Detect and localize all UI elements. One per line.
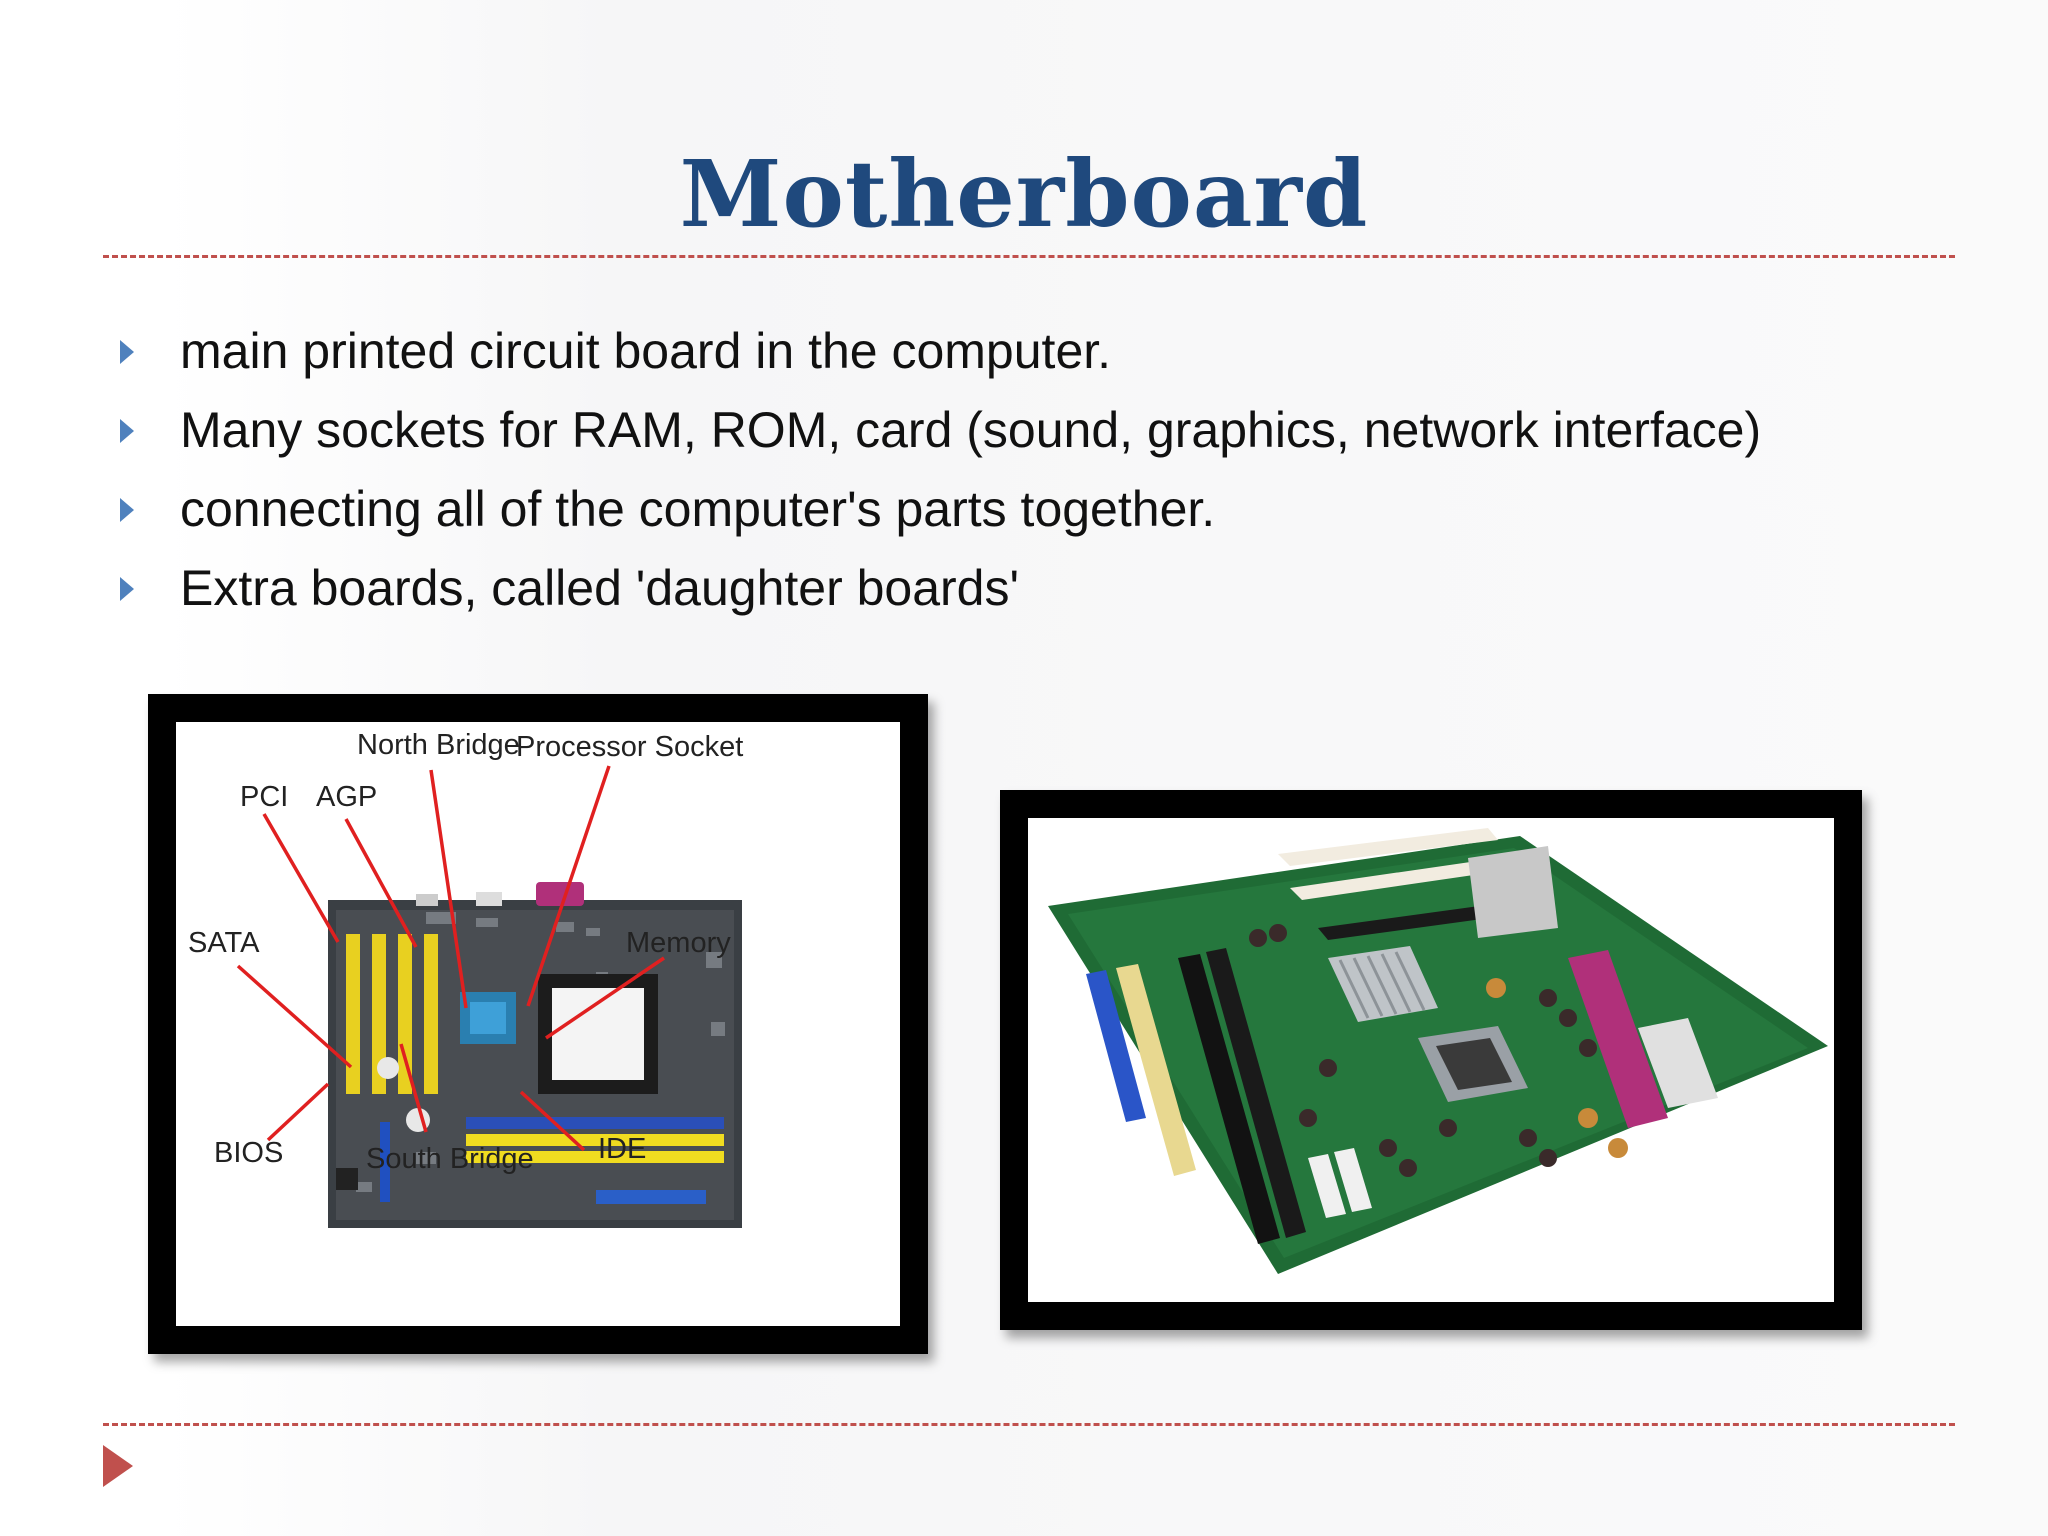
label-sata: SATA xyxy=(188,927,260,959)
label-south-bridge: South Bridge xyxy=(366,1143,534,1175)
bullet-text: Extra boards, called 'daughter boards' xyxy=(180,560,1020,616)
leader-line xyxy=(344,818,418,948)
ide-connector xyxy=(1116,964,1196,1176)
motherboard-photo-picture xyxy=(1000,790,1862,1330)
pci-slot xyxy=(346,934,360,1094)
memory-slot xyxy=(1178,954,1280,1244)
label-processor-socket: Processor Socket xyxy=(516,731,743,763)
bottom-divider xyxy=(103,1423,1955,1426)
ide-connector xyxy=(596,1190,706,1204)
pci-slot xyxy=(372,934,386,1094)
usb-ports xyxy=(1638,1018,1718,1108)
bullet-item: main printed circuit board in the comput… xyxy=(110,312,1761,391)
parallel-port xyxy=(1568,950,1668,1128)
pci-slot xyxy=(1290,858,1508,900)
bullet-text: main printed circuit board in the comput… xyxy=(180,323,1112,379)
port-connector xyxy=(536,882,584,906)
label-memory: Memory xyxy=(626,927,731,959)
leader-line xyxy=(519,1090,586,1152)
label-north-bridge: North Bridge xyxy=(357,729,520,761)
bios-chip xyxy=(336,1168,358,1190)
floppy-connector xyxy=(1086,970,1146,1122)
rear-io-ports xyxy=(1468,846,1558,938)
leader-line xyxy=(262,813,340,943)
leader-line xyxy=(429,769,468,1009)
bullet-text: connecting all of the computer's parts t… xyxy=(180,481,1216,537)
bullet-list: main printed circuit board in the comput… xyxy=(110,312,1761,628)
leader-line xyxy=(526,765,611,1007)
triangle-bullet-icon xyxy=(120,419,134,443)
picture-area: North Bridge Processor Socket PCI AGP SA… xyxy=(176,722,900,1326)
agp-slot xyxy=(424,934,438,1094)
memory-slot xyxy=(466,1151,724,1163)
pci-slot xyxy=(398,934,412,1094)
leader-line xyxy=(399,1043,428,1133)
picture-area xyxy=(1028,818,1834,1302)
leader-line xyxy=(266,1082,330,1142)
pci-slot xyxy=(1278,828,1498,866)
bullet-item: connecting all of the computer's parts t… xyxy=(110,470,1761,549)
labeled-motherboard-picture: North Bridge Processor Socket PCI AGP SA… xyxy=(148,694,928,1354)
motherboard-diagram: North Bridge Processor Socket PCI AGP SA… xyxy=(188,729,743,1228)
sata-connector xyxy=(380,1122,390,1202)
memory-slot xyxy=(1206,948,1306,1238)
triangle-bullet-icon xyxy=(120,498,134,522)
triangle-bullet-icon xyxy=(120,340,134,364)
bullet-text: Many sockets for RAM, ROM, card (sound, … xyxy=(180,402,1762,458)
top-divider xyxy=(103,255,1955,258)
slide-title: Motherboard xyxy=(679,140,1369,248)
bullet-item: Many sockets for RAM, ROM, card (sound, … xyxy=(110,391,1761,470)
leader-line xyxy=(236,964,353,1069)
bullet-item: Extra boards, called 'daughter boards' xyxy=(110,549,1761,628)
leader-line xyxy=(545,956,665,1040)
triangle-bullet-icon xyxy=(120,577,134,601)
next-arrow-icon[interactable] xyxy=(103,1445,133,1487)
label-bios: BIOS xyxy=(214,1137,283,1169)
capacitors xyxy=(1249,924,1597,1177)
motherboard-photo xyxy=(1048,828,1828,1274)
label-pci: PCI xyxy=(240,781,288,813)
memory-slot xyxy=(466,1134,724,1146)
memory-slot xyxy=(466,1117,724,1129)
label-ide: IDE xyxy=(598,1133,646,1165)
inductors xyxy=(1486,978,1628,1158)
label-agp: AGP xyxy=(316,781,377,813)
